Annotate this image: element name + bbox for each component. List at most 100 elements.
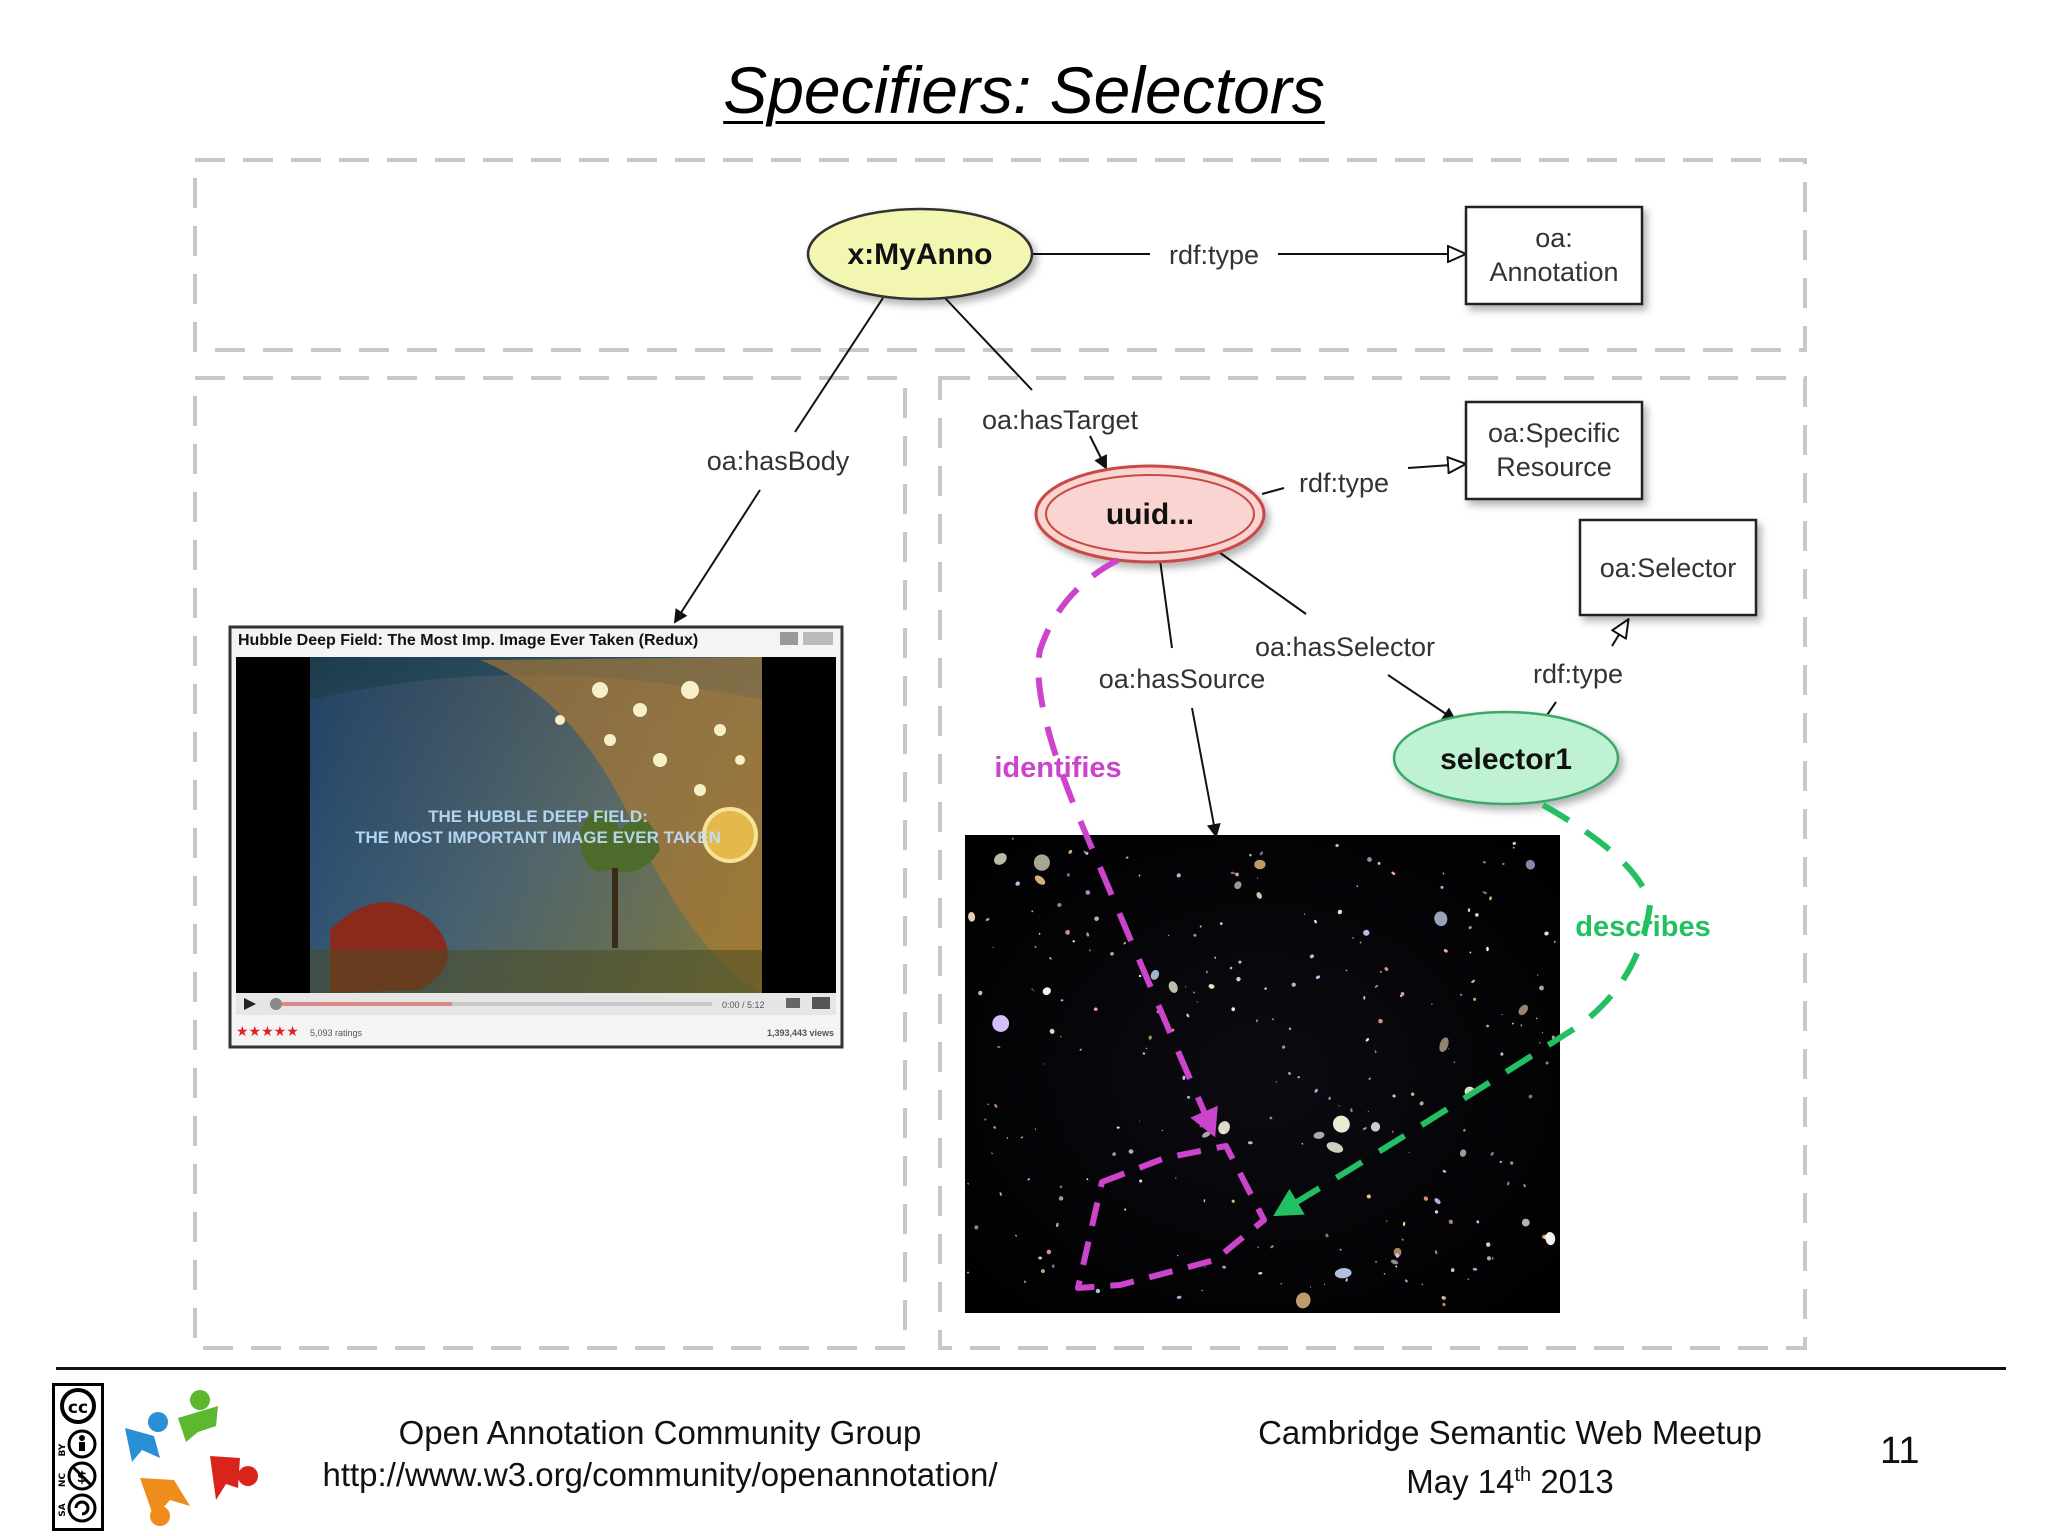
edge-has-target: oa:hasTarget xyxy=(944,297,1139,470)
galaxy-speck xyxy=(1168,934,1170,937)
galaxy-speck xyxy=(1442,1169,1447,1173)
galaxy-speck xyxy=(1352,937,1354,939)
galaxy-speck xyxy=(985,918,990,921)
galaxy-speck xyxy=(1123,941,1127,945)
galaxy-speck xyxy=(1142,1052,1146,1055)
volume-icon xyxy=(786,998,800,1008)
galaxy-speck xyxy=(1421,1283,1424,1286)
galaxy-speck xyxy=(1095,1288,1101,1294)
galaxy-speck xyxy=(1196,1001,1199,1003)
creative-commons-badge: cc $ BY NC SA xyxy=(52,1383,104,1531)
galaxy-speck xyxy=(984,1118,987,1121)
footer-event-name: Cambridge Semantic Web Meetup xyxy=(1258,1414,1762,1451)
galaxy-speck xyxy=(1404,1279,1408,1283)
edge-target-type: rdf:type xyxy=(1261,464,1465,498)
galaxy-speck xyxy=(1501,1014,1503,1016)
node-label: x:MyAnno xyxy=(848,238,993,271)
box-label: oa:Selector xyxy=(1600,553,1737,583)
galaxy-speck xyxy=(1328,1096,1331,1100)
galaxy-speck xyxy=(1204,1266,1206,1268)
progress-knob xyxy=(270,998,282,1010)
hubble-image xyxy=(965,835,1560,1313)
galaxy-speck xyxy=(1112,1152,1116,1156)
galaxy-speck xyxy=(1511,1022,1514,1025)
galaxy-speck xyxy=(1176,1295,1182,1299)
box-label-line2: Annotation xyxy=(1489,257,1618,287)
galaxy-speck xyxy=(1040,1269,1045,1274)
galaxy-speck xyxy=(1031,988,1033,990)
galaxy-speck xyxy=(1313,1131,1325,1139)
galaxy-speck xyxy=(1384,967,1389,971)
galaxy-speck xyxy=(1033,854,1050,871)
license-sa: SA xyxy=(58,1503,68,1516)
galaxy-speck xyxy=(1124,1208,1127,1211)
galaxy-speck xyxy=(1337,909,1343,915)
galaxy-speck xyxy=(992,946,994,948)
node-label: selector1 xyxy=(1440,743,1572,776)
galaxy-speck xyxy=(1249,853,1252,857)
galaxy-speck xyxy=(1362,1127,1367,1131)
galaxy-speck xyxy=(1219,922,1223,925)
galaxy-speck xyxy=(978,990,983,996)
galaxy-speck xyxy=(1345,1278,1348,1282)
footer-date-sup: th xyxy=(1514,1464,1532,1486)
galaxy-speck xyxy=(1521,1218,1530,1227)
galaxy-speck xyxy=(1061,1198,1064,1200)
galaxy-speck xyxy=(1434,1210,1439,1214)
galaxy-speck xyxy=(1363,995,1366,1000)
galaxy-speck xyxy=(1332,1115,1350,1133)
galaxy-speck xyxy=(1545,1061,1549,1065)
galaxy-speck xyxy=(974,1225,979,1230)
galaxy-speck xyxy=(1060,999,1064,1002)
galaxy-speck xyxy=(1459,1149,1467,1157)
galaxy-speck xyxy=(1537,974,1539,976)
galaxy-speck xyxy=(1440,885,1444,889)
galaxy-speck xyxy=(967,1271,969,1274)
logo-blue-figure xyxy=(125,1412,168,1462)
galaxy-speck xyxy=(1539,1041,1541,1044)
galaxy-speck xyxy=(1490,1151,1494,1156)
galaxy-speck xyxy=(1512,841,1517,845)
galaxy-speck xyxy=(993,1126,997,1129)
galaxy-speck xyxy=(1015,881,1020,886)
galaxy-speck xyxy=(1023,1280,1027,1284)
galaxy-speck xyxy=(1049,1028,1055,1034)
galaxy-speck xyxy=(1523,1184,1526,1188)
galaxy-speck xyxy=(1014,1234,1018,1237)
edge-has-selector: oa:hasSelector xyxy=(1215,549,1457,722)
galaxy-speck xyxy=(1203,1199,1206,1203)
galaxy-speck xyxy=(1486,946,1489,952)
galaxy-speck xyxy=(1128,1149,1134,1154)
galaxy-speck xyxy=(1066,873,1070,877)
galaxy-speck xyxy=(1439,1037,1449,1053)
galaxy-speck xyxy=(1367,1110,1369,1112)
cc-icon: cc xyxy=(60,1388,96,1424)
edge-selector-type: rdf:type xyxy=(1533,620,1628,719)
galaxy-speck xyxy=(1296,1292,1311,1309)
galaxy-speck xyxy=(1089,949,1091,952)
video-time: 0:00 / 5:12 xyxy=(722,1000,765,1010)
footer-group-url[interactable]: http://www.w3.org/community/openannotati… xyxy=(322,1456,998,1493)
galaxy-speck xyxy=(1110,951,1114,956)
slide-title: Specifiers: Selectors xyxy=(723,53,1325,127)
galaxy-speck xyxy=(1370,1122,1381,1132)
galaxy-speck xyxy=(1334,1268,1352,1279)
galaxy-speck xyxy=(1032,990,1035,992)
galaxy-speck xyxy=(967,1183,969,1185)
galaxy-speck xyxy=(1161,1129,1164,1131)
galaxy-speck xyxy=(1485,1242,1491,1247)
galaxy-speck xyxy=(1365,1038,1370,1042)
galaxy-speck xyxy=(1186,1013,1190,1018)
video-thumbnail[interactable]: Hubble Deep Field: The Most Imp. Image E… xyxy=(228,625,844,1049)
galaxy-speck xyxy=(1086,1178,1089,1181)
galaxy-speck xyxy=(1377,861,1381,865)
logo-red-figure xyxy=(210,1456,258,1500)
video-share-icon xyxy=(780,632,798,645)
galaxy-speck xyxy=(1046,1249,1052,1255)
footer-event-date: May 14th 2013 xyxy=(1180,1454,1840,1503)
galaxy-speck xyxy=(1237,979,1240,982)
galaxy-speck xyxy=(1303,913,1306,915)
galaxy-speck xyxy=(1125,856,1129,859)
galaxy-speck xyxy=(1065,929,1070,935)
galaxy-speck xyxy=(1222,1265,1226,1269)
